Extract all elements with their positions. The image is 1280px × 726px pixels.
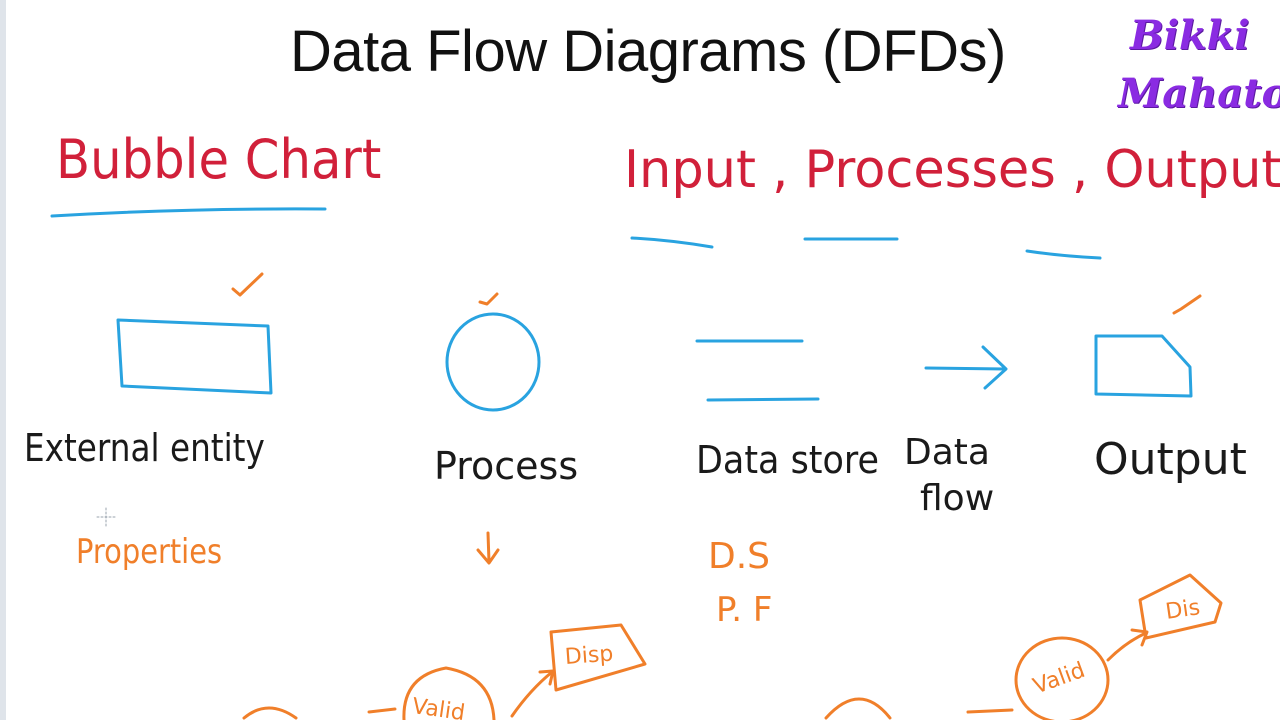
data-store-symbol-bottom — [706, 397, 820, 402]
bubble-chart-underline — [50, 207, 327, 218]
bubble-chart-heading: Bubble Chart — [56, 128, 382, 191]
example-left-disp-box — [549, 623, 647, 692]
example-left-disp-label: Disp — [564, 641, 615, 670]
output-symbol — [1094, 334, 1193, 398]
example-left-arrow-2 — [510, 669, 555, 718]
input-processes-output-heading: Input , Processes , Output — [624, 140, 1280, 200]
page-title: Data Flow Diagrams (DFDs) — [290, 19, 1006, 84]
process-symbol — [445, 312, 541, 412]
data-flow-label-line-1: Data — [904, 432, 990, 473]
properties-note: Properties — [76, 532, 223, 572]
input-underline — [630, 236, 714, 249]
example-right-partial-circle — [824, 697, 892, 720]
example-left-arrow-1 — [367, 707, 397, 714]
process-down-arrow — [476, 531, 500, 565]
left-gutter — [0, 0, 6, 720]
process-label: Process — [434, 444, 579, 488]
example-right-dis-box — [1138, 573, 1223, 640]
pointer-crosshair-icon — [96, 507, 116, 527]
tick-mark-output — [1172, 294, 1202, 315]
example-left-valid-circle — [402, 666, 496, 720]
output-label: Output — [1094, 434, 1247, 485]
example-right-valid-circle — [1014, 636, 1110, 720]
data-store-label: Data store — [696, 438, 880, 482]
watermark-line-2: Mahato — [1118, 70, 1280, 117]
output-underline — [1025, 249, 1102, 260]
external-entity-label: External entity — [24, 426, 265, 470]
watermark-line-1: Bikki — [1130, 12, 1250, 59]
external-entity-symbol — [116, 318, 273, 395]
pf-note: P. F — [716, 590, 773, 630]
data-flow-label-line-2: flow — [920, 478, 995, 519]
ds-note: D.S — [708, 536, 771, 577]
example-right-dis-label: Dis — [1164, 595, 1202, 625]
example-right-arrow-1 — [966, 708, 1014, 714]
example-right-arrow-2 — [1106, 628, 1149, 662]
tick-mark-process — [478, 292, 499, 306]
data-flow-arrow — [924, 345, 1008, 390]
example-left-partial-circle — [242, 706, 298, 720]
tick-mark-entity — [231, 272, 264, 297]
